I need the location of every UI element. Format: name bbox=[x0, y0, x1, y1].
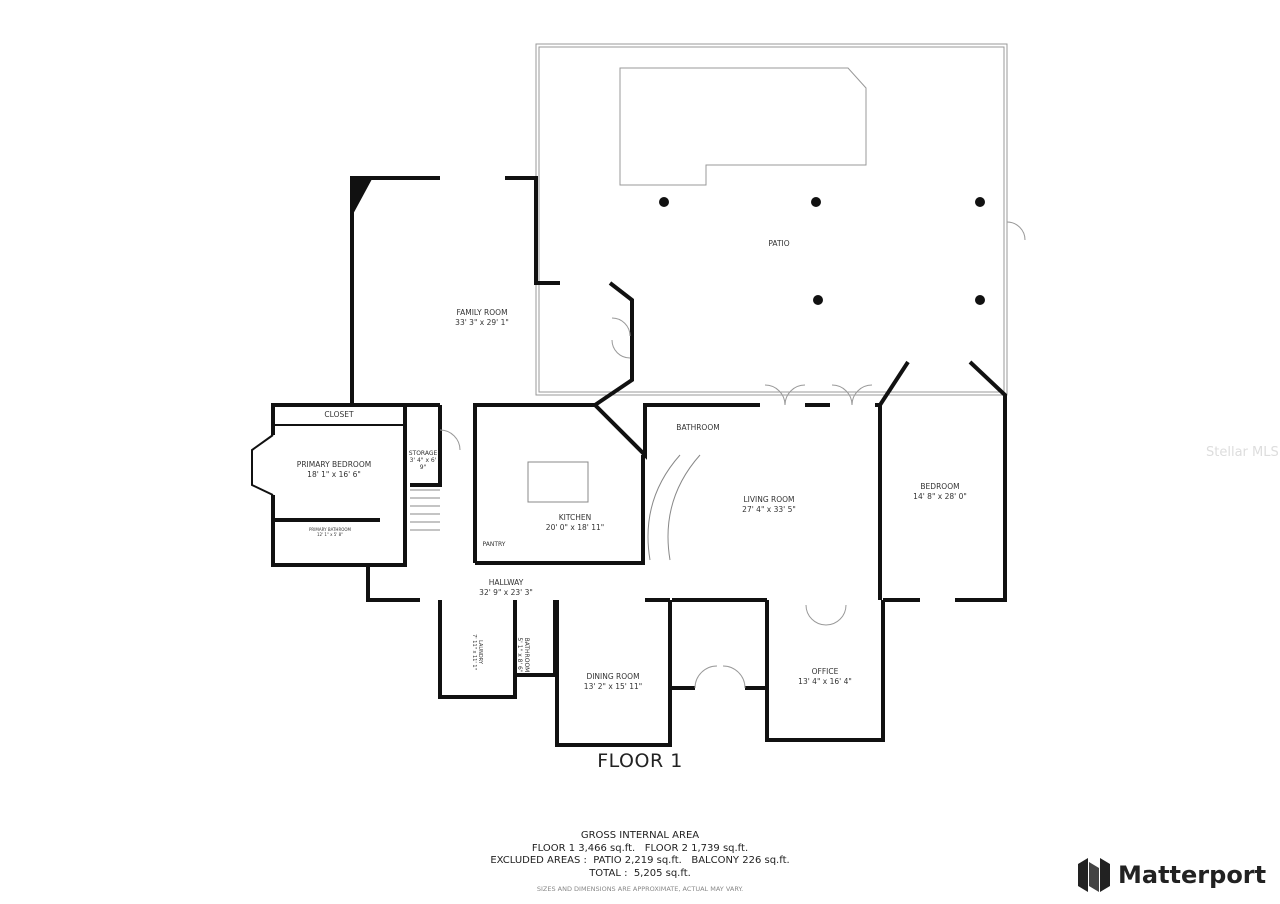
kitchen-island bbox=[527, 461, 589, 503]
room-name: CLOSET bbox=[324, 410, 354, 419]
area-excluded: EXCLUDED AREAS : PATIO 2,219 sq.ft. BALC… bbox=[490, 855, 790, 866]
room-name: PATIO bbox=[768, 239, 790, 248]
room-dims: 32' 9" x 23' 3" bbox=[479, 588, 533, 597]
room-dims: 12' 1" x 5' 8" bbox=[316, 532, 344, 537]
room-dims: 18' 1" x 16' 6" bbox=[307, 470, 361, 479]
room-label-patio: PATIO bbox=[768, 239, 789, 249]
doors bbox=[439, 221, 1026, 689]
patio-columns bbox=[659, 197, 985, 305]
bay-window bbox=[251, 434, 274, 496]
room-name: LIVING ROOM bbox=[743, 495, 795, 504]
room-dims: 27' 4" x 33' 5" bbox=[742, 505, 796, 514]
room-name: BEDROOM bbox=[920, 482, 960, 491]
room-name: HALLWAY bbox=[488, 578, 524, 587]
area-floors: FLOOR 1 3,466 sq.ft. FLOOR 2 1,739 sq.ft… bbox=[531, 842, 749, 854]
watermark: Stellar MLS bbox=[1206, 445, 1279, 460]
room-name: STORAGE bbox=[408, 450, 438, 457]
room-dims: 7' 11" x 11' 1" bbox=[471, 634, 477, 670]
room-name: PRIMARY BATHROOM bbox=[309, 527, 351, 532]
area-total: TOTAL : 5,205 sq.ft. bbox=[589, 867, 691, 879]
room-dims: 3' 4" x 6' 9" bbox=[409, 457, 437, 471]
room-dims: 33' 3" x 29' 1" bbox=[455, 318, 509, 327]
room-name: PRIMARY BEDROOM bbox=[296, 460, 372, 469]
room-name: PANTRY bbox=[482, 541, 506, 548]
room-dims: 13' 4" x 16' 4" bbox=[798, 677, 852, 686]
room-dims: 14' 8" x 28' 0" bbox=[913, 492, 967, 501]
room-name: BATHROOM bbox=[523, 637, 530, 673]
matterport-logo: Matterport bbox=[1078, 858, 1266, 892]
matterport-logo-icon bbox=[1078, 858, 1110, 892]
patio-outline bbox=[535, 43, 1008, 396]
floor-title: FLOOR 1 bbox=[597, 750, 683, 772]
room-name: BATHROOM bbox=[676, 423, 720, 432]
stairs bbox=[410, 454, 701, 561]
room-dims: 5' 1" x 8' 6" bbox=[516, 637, 523, 673]
pool bbox=[619, 67, 867, 186]
room-name: OFFICE bbox=[811, 667, 839, 676]
room-dims: 20' 0" x 18' 11" bbox=[545, 523, 605, 532]
area-heading: GROSS INTERNAL AREA bbox=[580, 830, 700, 841]
room-name: FAMILY ROOM bbox=[456, 308, 508, 317]
walls bbox=[271, 176, 1007, 747]
area-summary: GROSS INTERNAL AREA FLOOR 1 3,466 sq.ft.… bbox=[490, 830, 789, 896]
disclaimer: SIZES AND DIMENSIONS ARE APPROXIMATE, AC… bbox=[536, 885, 744, 893]
room-name: LAUNDRY bbox=[477, 640, 483, 664]
room-dims: 13' 2" x 15' 11" bbox=[583, 682, 643, 691]
room-name: DINING ROOM bbox=[586, 672, 640, 681]
brand-name: Matterport bbox=[1118, 861, 1267, 889]
room-name: KITCHEN bbox=[558, 513, 592, 522]
room-label-pantry: PANTRY bbox=[483, 540, 506, 550]
room-label-closet: CLOSET bbox=[324, 410, 353, 420]
room-label-bathroom-upper: BATHROOM bbox=[676, 423, 719, 433]
